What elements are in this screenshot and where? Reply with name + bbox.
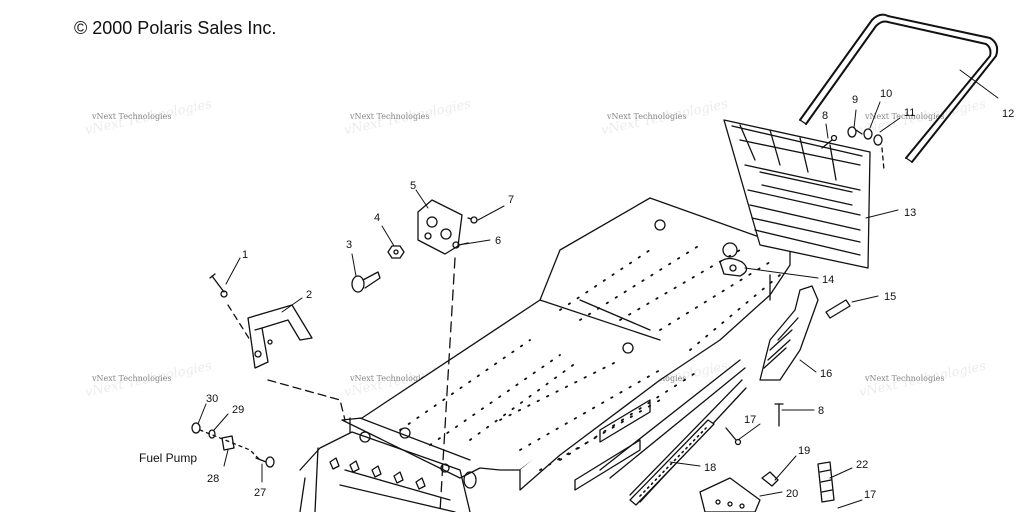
- part-19-cap: [761, 471, 779, 487]
- leader-dash: [439, 257, 456, 512]
- callout-30: 30: [206, 393, 218, 405]
- callout-18: 18: [704, 462, 716, 474]
- callout-20: 20: [786, 488, 798, 500]
- callout-6: 6: [495, 235, 501, 247]
- callout-14: 14: [822, 274, 834, 286]
- part-14-fitting: [719, 257, 748, 277]
- fuel-pump-label: Fuel Pump: [139, 451, 197, 465]
- callout-5: 5: [410, 180, 416, 192]
- callout-4: 4: [374, 212, 380, 224]
- callout-19: 19: [798, 445, 810, 457]
- callout-22: 22: [856, 459, 868, 471]
- leader-lines: [197, 69, 999, 509]
- part-17-screw: [725, 427, 742, 446]
- part-29-washer: [208, 429, 216, 439]
- callout-13: 13: [904, 207, 916, 219]
- watermark: vNext Technologies: [865, 112, 945, 121]
- part-30-nut: [191, 422, 201, 434]
- part-9-washer: [847, 126, 863, 138]
- part-8-lower-bolt: [774, 403, 784, 427]
- part-16-guard: [759, 285, 819, 381]
- callout-29: 29: [232, 404, 244, 416]
- callout-9: 9: [852, 94, 858, 106]
- callout-3: 3: [346, 239, 352, 251]
- callout-7: 7: [508, 194, 514, 206]
- part-15-reflector: [825, 299, 851, 319]
- callout-27: 27: [254, 487, 266, 499]
- callout-17-lower: 17: [864, 489, 876, 501]
- leader-dash: [881, 147, 885, 171]
- part-8-bolt: [821, 134, 838, 149]
- part-22-clip: [817, 461, 835, 503]
- leader-dash: [227, 304, 251, 341]
- part-20-bracket: [699, 477, 761, 512]
- watermark: vNext Technologies: [350, 374, 430, 383]
- part-1-pin: [209, 273, 228, 298]
- callout-17: 17: [744, 414, 756, 426]
- part-7-screw: [467, 216, 478, 224]
- callout-1: 1: [242, 249, 248, 261]
- callout-8-lower: 8: [818, 405, 824, 417]
- part-2-bracket: [247, 304, 313, 369]
- leader-dash: [267, 379, 346, 421]
- callout-28: 28: [207, 473, 219, 485]
- watermark: vNext Technologies: [92, 112, 172, 121]
- part-5-mount-bracket: [417, 199, 463, 255]
- callout-11: 11: [904, 107, 915, 119]
- part-4-nut: [387, 245, 405, 259]
- callout-15: 15: [884, 291, 896, 303]
- watermark: vNext Technologies: [92, 374, 172, 383]
- callout-16: 16: [820, 368, 832, 380]
- tunnel-assembly: [299, 197, 791, 512]
- part-27-bolt: [255, 456, 275, 468]
- watermark: vNext Technologies: [865, 374, 945, 383]
- leader-dash: [199, 429, 261, 461]
- watermark: vNext Technologies: [350, 112, 430, 121]
- callout-10: 10: [880, 88, 892, 100]
- part-3-bolt: [351, 271, 381, 293]
- callout-8: 8: [822, 110, 828, 122]
- watermark: vNext Technologies: [607, 112, 687, 121]
- callout-12: 12: [1002, 108, 1014, 120]
- part-10-washer: [863, 128, 873, 140]
- part-12-grab-handle: [799, 13, 999, 163]
- callout-labels: 1 2 3 4 5 6 7 8 9 10 11 12 13 14 15 16 8…: [139, 88, 1014, 501]
- part-11-nut: [873, 134, 883, 146]
- callout-2: 2: [306, 289, 312, 301]
- part-13-rear-flap: [723, 119, 871, 269]
- part-28-spacer: [221, 435, 235, 451]
- copyright-notice: © 2000 Polaris Sales Inc.: [74, 18, 277, 38]
